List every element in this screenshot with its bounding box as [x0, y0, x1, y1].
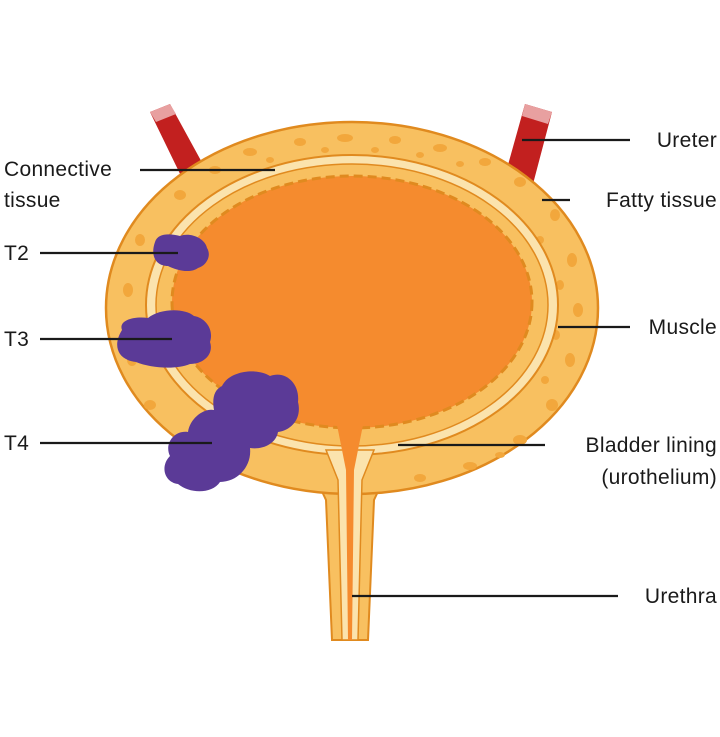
right-ureter-fade [522, 104, 552, 124]
ureters [150, 104, 552, 184]
label-t2: T2 [4, 242, 29, 265]
label-t4: T4 [4, 432, 29, 455]
tumour-t2 [153, 234, 209, 272]
leader-lines [40, 138, 630, 598]
label-bladder-lining-line1: Bladder lining [586, 434, 717, 457]
label-connective-tissue-line2: tissue [4, 189, 61, 212]
label-fatty-tissue: Fatty tissue [606, 189, 717, 212]
label-muscle: Muscle [649, 316, 717, 339]
label-t3: T3 [4, 328, 29, 351]
right-ureter [506, 104, 552, 184]
fat-globules [123, 134, 583, 482]
urethra-lumen [336, 420, 364, 640]
labels: Connective tissue T2 T3 T4 Ureter Fatty … [4, 129, 717, 608]
label-urethra: Urethra [645, 585, 717, 608]
label-bladder-lining-line2: (urothelium) [601, 466, 717, 489]
label-ureter: Ureter [657, 129, 717, 152]
left-ureter-fade [150, 104, 176, 122]
label-connective-tissue-line1: Connective [4, 158, 112, 181]
tumour-t4 [164, 371, 299, 492]
left-ureter [150, 104, 205, 180]
